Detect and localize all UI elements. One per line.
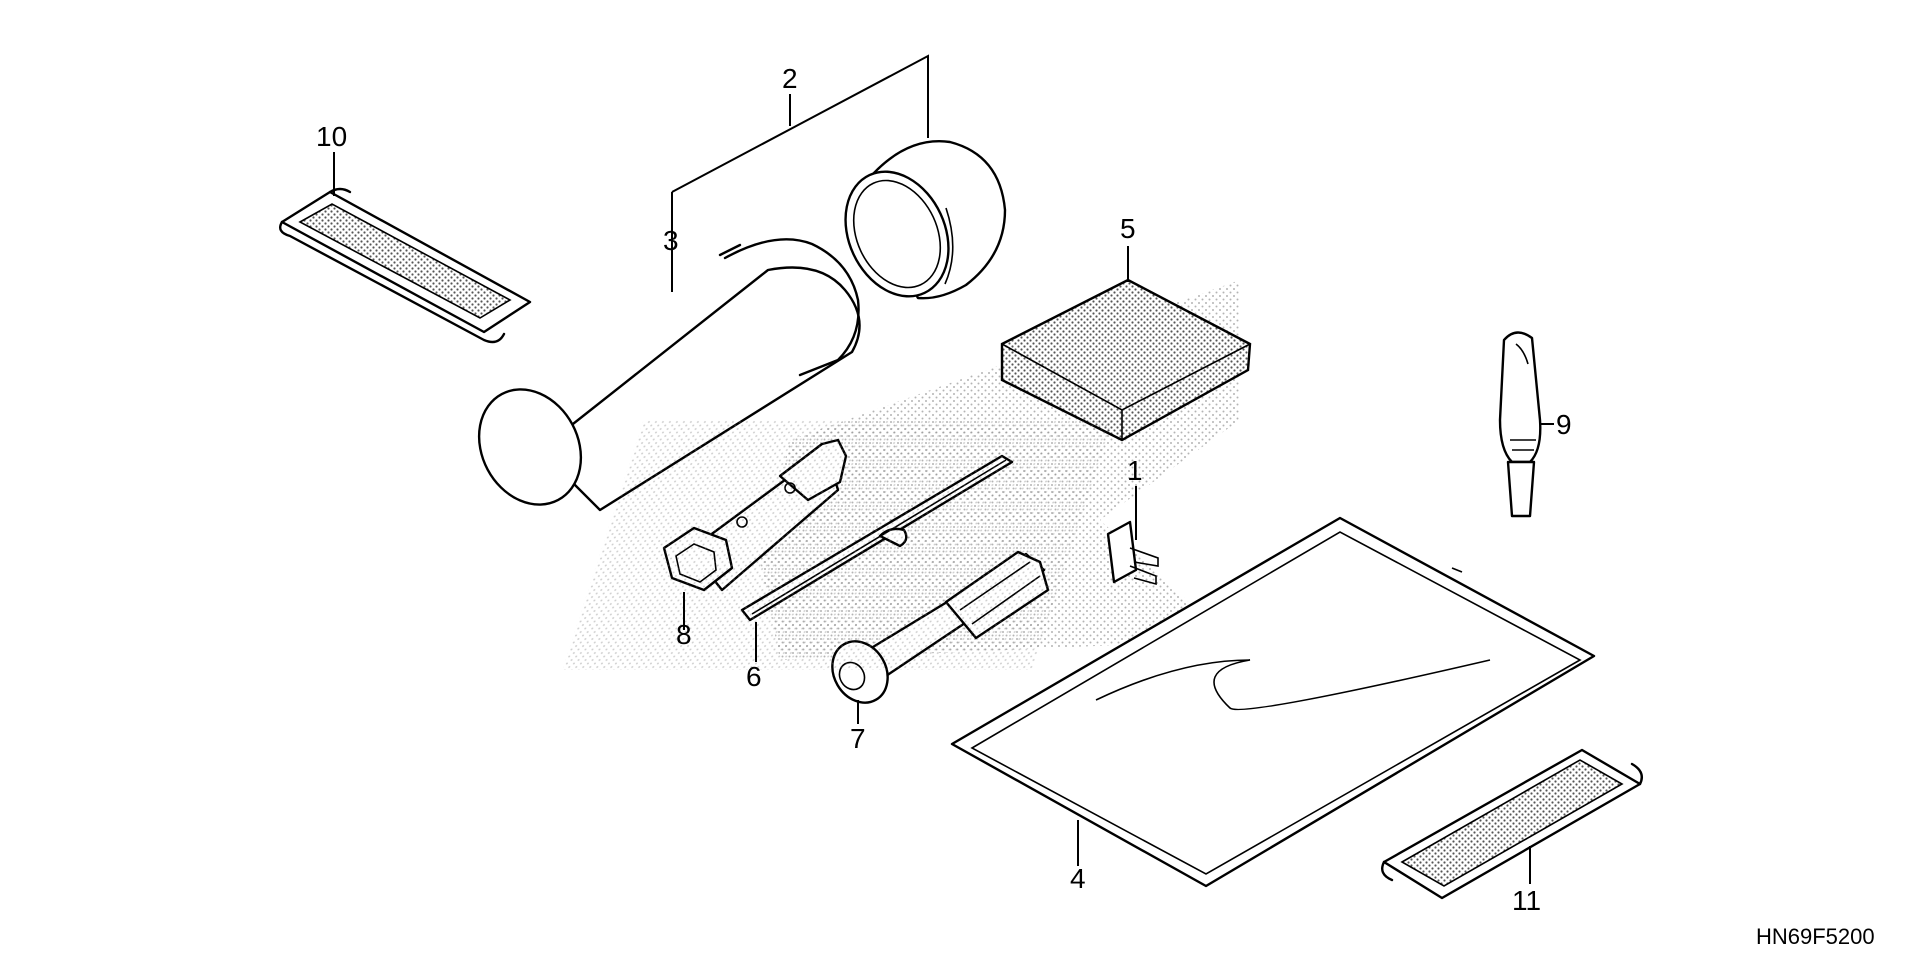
part-1-fuse [1106, 520, 1159, 586]
part-4-pouch [950, 516, 1596, 888]
callout-3: 3 [663, 225, 679, 256]
callout-11: 11 [1512, 885, 1541, 916]
callouts: 1 2 3 4 5 6 7 8 9 10 11 [316, 63, 1572, 916]
callout-7: 7 [850, 723, 866, 754]
part-9-pin-tool [1498, 331, 1542, 518]
part-3-tool-tube [477, 238, 861, 512]
callout-4: 4 [1070, 863, 1086, 894]
part-11-strap [1381, 748, 1643, 900]
callout-2: 2 [782, 63, 798, 94]
callout-1: 1 [1127, 455, 1143, 486]
leader-lines [333, 54, 1554, 884]
drawing-code: HN69F5200 [1756, 924, 1875, 949]
callout-8: 8 [676, 619, 692, 650]
part-10-strap [279, 187, 532, 344]
callout-6: 6 [746, 661, 762, 692]
callout-10: 10 [316, 121, 347, 152]
callout-5: 5 [1120, 213, 1136, 244]
part-2-tube-cap [844, 140, 1007, 300]
background-wordmark [562, 420, 1114, 670]
callout-9: 9 [1556, 409, 1572, 440]
